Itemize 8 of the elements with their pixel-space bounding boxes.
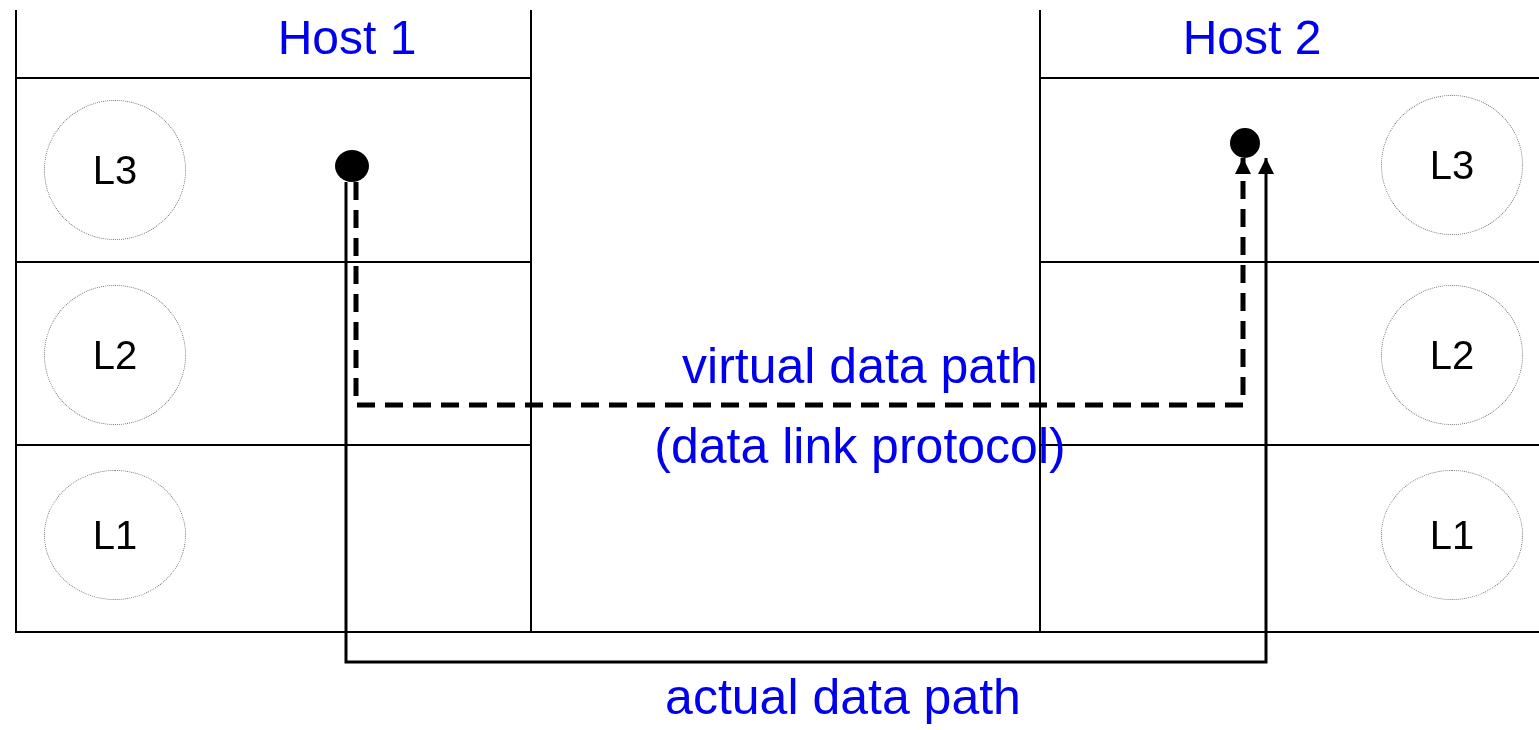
endpoint-dot [335, 150, 369, 182]
host-column [15, 10, 532, 632]
host-heading: Host 1 [277, 14, 417, 62]
arrow [344, 158, 1274, 664]
endpoint-dot [1230, 128, 1260, 158]
host-heading: Host 2 [1182, 14, 1322, 62]
dashed-arrow [353, 158, 1251, 408]
edge-label: actual data path [664, 668, 1022, 726]
